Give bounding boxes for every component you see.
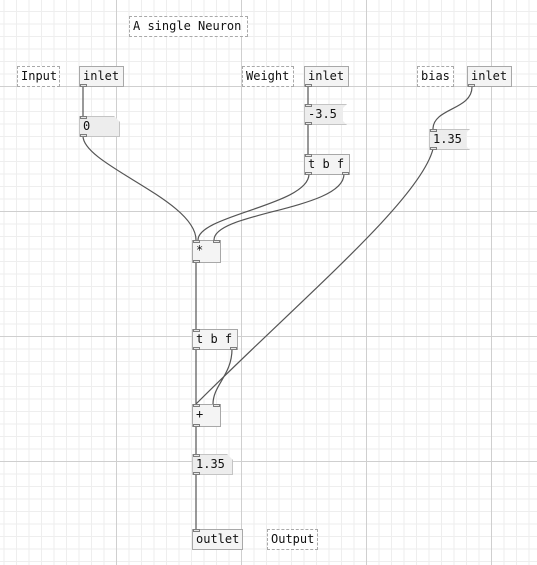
sum-trigger-text: t b f <box>196 332 233 346</box>
add-text: + <box>196 407 204 421</box>
output-number-box[interactable]: 1.35 <box>192 454 233 475</box>
input-number-box[interactable]: 0 <box>79 116 120 137</box>
weight-trigger-object[interactable]: t b f <box>304 154 350 175</box>
wire-inlet-bias-to-message <box>432 86 473 130</box>
bias-message-box[interactable]: 1.35 <box>429 129 470 150</box>
wire-trigger-bang-to-multiply-left <box>197 173 310 241</box>
output-label: Output <box>267 529 318 550</box>
sum-trigger-float-outlet-port[interactable] <box>230 347 237 350</box>
bias-message-value: 1.35 <box>433 132 462 146</box>
input-number-inlet-port[interactable] <box>80 116 87 119</box>
inlet-bias-object[interactable]: inlet <box>467 66 512 87</box>
multiply-left-inlet-port[interactable] <box>193 240 200 243</box>
sum-trigger-object[interactable]: t b f <box>192 329 238 350</box>
inlet-bias-text: inlet <box>471 69 508 83</box>
weight-trigger-inlet-port[interactable] <box>305 154 312 157</box>
weight-trigger-text: t b f <box>308 157 345 171</box>
weight-message-value: -3.5 <box>308 107 337 121</box>
input-number-value: 0 <box>83 119 91 133</box>
multiply-right-inlet-port[interactable] <box>213 240 220 243</box>
output-number-value: 1.35 <box>196 457 225 471</box>
inlet-input-object[interactable]: inlet <box>79 66 124 87</box>
outlet-inlet-port[interactable] <box>193 529 200 532</box>
wire-bias-message-to-add-left <box>195 148 434 405</box>
input-label: Input <box>17 66 60 87</box>
weight-message-box[interactable]: -3.5 <box>304 104 347 125</box>
output-number-inlet-port[interactable] <box>193 454 200 457</box>
outlet-object[interactable]: outlet <box>192 529 243 550</box>
bias-label: bias <box>417 66 454 87</box>
inlet-weight-object[interactable]: inlet <box>304 66 349 87</box>
wire-trigger-float-to-multiply-right <box>213 173 345 241</box>
multiply-text: * <box>196 243 204 257</box>
add-outlet-port[interactable] <box>193 424 200 427</box>
input-number-outlet-port[interactable] <box>80 134 87 137</box>
multiply-outlet-port[interactable] <box>193 260 200 263</box>
wire-number-to-multiply-left <box>82 135 197 241</box>
inlet-input-text: inlet <box>83 69 120 83</box>
bias-message-outlet-port[interactable] <box>430 147 437 150</box>
inlet-bias-outlet-port[interactable] <box>468 84 475 87</box>
weight-trigger-bang-outlet-port[interactable] <box>305 172 312 175</box>
add-left-inlet-port[interactable] <box>193 404 200 407</box>
output-number-outlet-port[interactable] <box>193 472 200 475</box>
add-right-inlet-port[interactable] <box>213 404 220 407</box>
wire-trigger-float-to-add-right <box>212 348 233 405</box>
inlet-weight-text: inlet <box>308 69 345 83</box>
outlet-text: outlet <box>196 532 240 546</box>
multiply-object[interactable]: * <box>192 240 221 263</box>
inlet-weight-outlet-port[interactable] <box>305 84 312 87</box>
bias-message-inlet-port[interactable] <box>430 129 437 132</box>
add-object[interactable]: + <box>192 404 221 427</box>
weight-message-inlet-port[interactable] <box>305 104 312 107</box>
weight-label: Weight <box>242 66 294 87</box>
sum-trigger-inlet-port[interactable] <box>193 329 200 332</box>
inlet-input-outlet-port[interactable] <box>80 84 87 87</box>
weight-message-outlet-port[interactable] <box>305 122 312 125</box>
weight-trigger-float-outlet-port[interactable] <box>342 172 349 175</box>
sum-trigger-bang-outlet-port[interactable] <box>193 347 200 350</box>
patch-title: A single Neuron <box>129 16 248 37</box>
